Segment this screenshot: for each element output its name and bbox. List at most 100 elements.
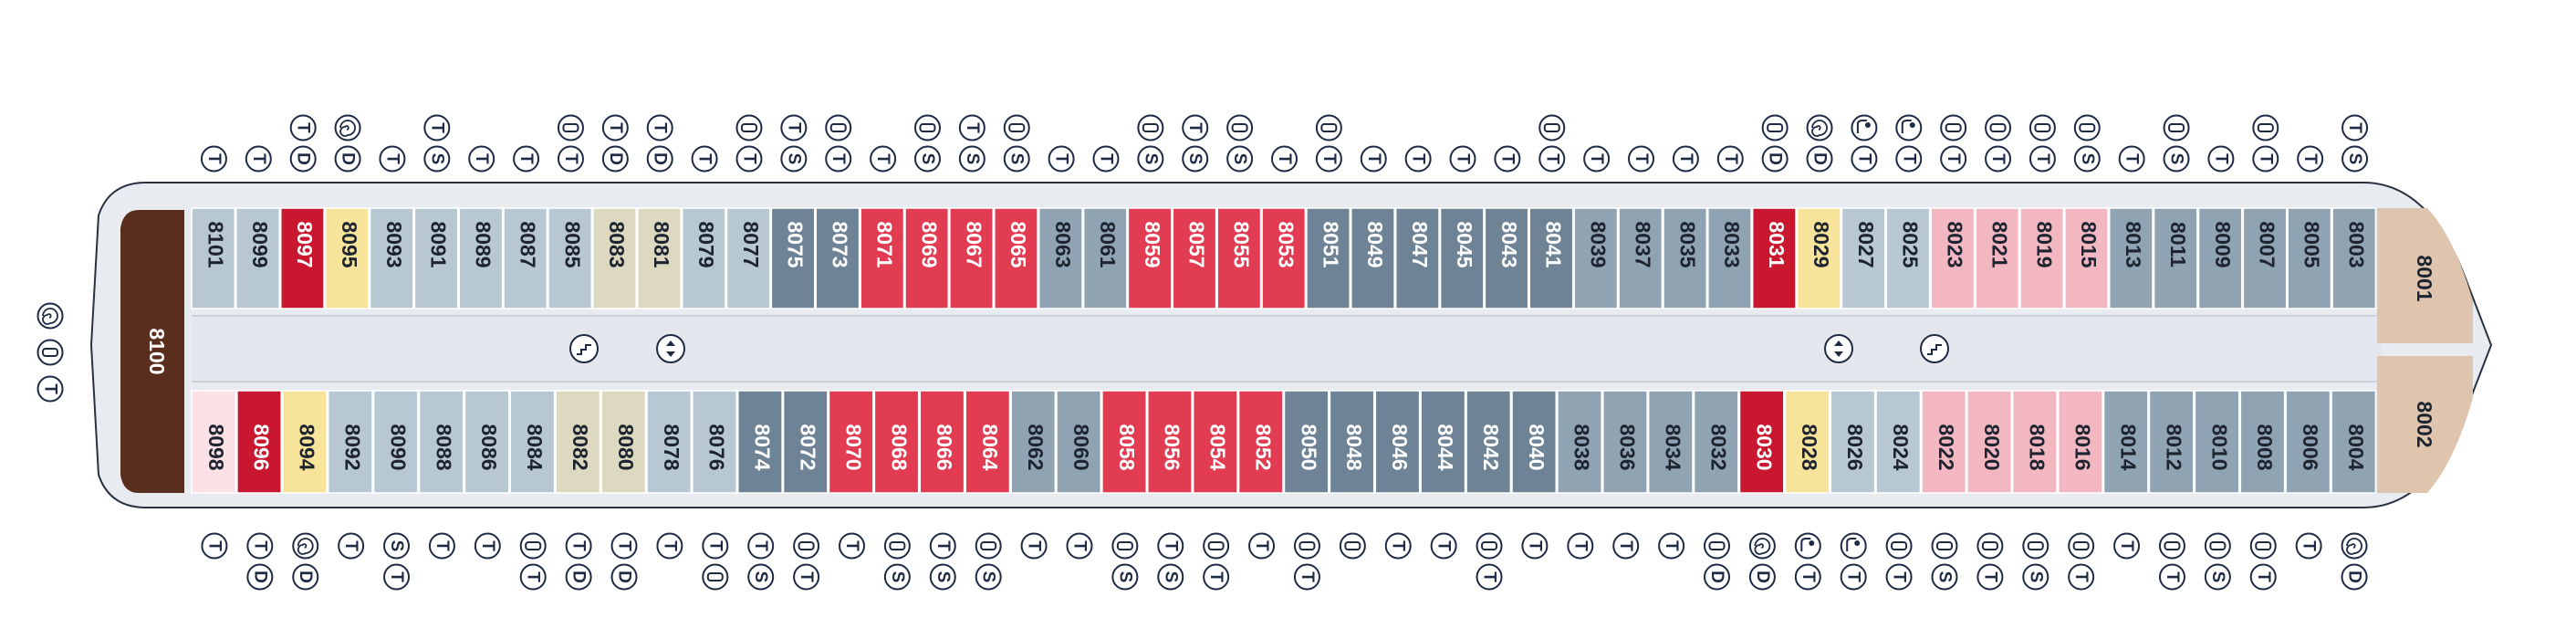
- cabin-8019[interactable]: [2019, 207, 2065, 309]
- cabin-8080[interactable]: [600, 390, 647, 494]
- cabin-8061[interactable]: [1082, 207, 1128, 309]
- cabin-8064[interactable]: [965, 390, 1011, 494]
- cabin-8081[interactable]: [637, 207, 682, 309]
- cabin-8099[interactable]: [235, 207, 280, 309]
- cabin-8011[interactable]: [2153, 207, 2198, 309]
- cabin-8029[interactable]: [1796, 207, 1841, 309]
- cabin-8075[interactable]: [770, 207, 816, 309]
- cabin-8070[interactable]: [828, 390, 874, 494]
- cabin-8094[interactable]: [282, 390, 328, 494]
- cabin-8030[interactable]: [1738, 390, 1785, 494]
- cabin-8033[interactable]: [1707, 207, 1752, 309]
- cabin-8091[interactable]: [413, 207, 459, 309]
- cabin-8051[interactable]: [1306, 207, 1351, 309]
- cabin-8038[interactable]: [1557, 390, 1602, 494]
- cabin-8089[interactable]: [458, 207, 504, 309]
- cabin-8015[interactable]: [2064, 207, 2109, 309]
- cabin-8054[interactable]: [1192, 390, 1238, 494]
- cabin-8100[interactable]: [120, 210, 184, 493]
- cabin-8048[interactable]: [1329, 390, 1375, 494]
- cabin-8092[interactable]: [327, 390, 373, 494]
- cabin-8022[interactable]: [1921, 390, 1967, 494]
- cabin-8003[interactable]: [2331, 207, 2377, 309]
- cabin-8072[interactable]: [782, 390, 829, 494]
- cabin-8055[interactable]: [1216, 207, 1262, 309]
- cabin-8049[interactable]: [1351, 207, 1395, 309]
- cabin-8096[interactable]: [236, 390, 282, 494]
- cabin-8034[interactable]: [1647, 390, 1694, 494]
- cabin-8026[interactable]: [1830, 390, 1876, 494]
- cabin-8021[interactable]: [1975, 207, 2020, 309]
- cabin-8037[interactable]: [1618, 207, 1663, 309]
- cabin-8073[interactable]: [815, 207, 860, 309]
- cabin-8013[interactable]: [2108, 207, 2154, 309]
- cabin-8032[interactable]: [1693, 390, 1739, 494]
- cabin-8042[interactable]: [1465, 390, 1512, 494]
- cabin-8086[interactable]: [464, 390, 510, 494]
- cabin-8046[interactable]: [1374, 390, 1421, 494]
- cabin-8082[interactable]: [555, 390, 601, 494]
- cabin-8101[interactable]: [191, 207, 236, 309]
- cabin-8036[interactable]: [1602, 390, 1648, 494]
- cabin-8088[interactable]: [418, 390, 464, 494]
- cabin-8093[interactable]: [369, 207, 414, 309]
- cabin-8058[interactable]: [1101, 390, 1147, 494]
- cabin-8063[interactable]: [1038, 207, 1083, 309]
- cabin-8083[interactable]: [592, 207, 637, 309]
- cabin-8053[interactable]: [1261, 207, 1307, 309]
- cabin-8023[interactable]: [1930, 207, 1976, 309]
- cabin-8076[interactable]: [692, 390, 737, 494]
- cabin-8068[interactable]: [873, 390, 920, 494]
- cabin-8027[interactable]: [1841, 207, 1886, 309]
- cabin-8098[interactable]: [191, 390, 237, 494]
- cabin-8010[interactable]: [2194, 390, 2240, 494]
- cabin-8008[interactable]: [2239, 390, 2286, 494]
- cabin-8028[interactable]: [1784, 390, 1830, 494]
- cabin-8031[interactable]: [1751, 207, 1797, 309]
- cabin-8052[interactable]: [1237, 390, 1284, 494]
- cabin-8024[interactable]: [1875, 390, 1922, 494]
- cabin-8062[interactable]: [1010, 390, 1057, 494]
- cabin-8045[interactable]: [1439, 207, 1485, 309]
- cabin-8095[interactable]: [324, 207, 370, 309]
- cabin-8004[interactable]: [2331, 390, 2377, 494]
- cabin-8002[interactable]: [2377, 356, 2473, 493]
- cabin-8016[interactable]: [2057, 390, 2103, 494]
- cabin-8078[interactable]: [646, 390, 693, 494]
- cabin-8044[interactable]: [1420, 390, 1466, 494]
- cabin-8007[interactable]: [2242, 207, 2288, 309]
- cabin-8059[interactable]: [1127, 207, 1173, 309]
- cabin-8039[interactable]: [1573, 207, 1619, 309]
- cabin-8067[interactable]: [949, 207, 994, 309]
- cabin-8005[interactable]: [2287, 207, 2332, 309]
- cabin-8087[interactable]: [503, 207, 548, 309]
- cabin-8085[interactable]: [548, 207, 593, 309]
- cabin-8018[interactable]: [2012, 390, 2058, 494]
- cabin-8040[interactable]: [1511, 390, 1558, 494]
- cabin-8009[interactable]: [2197, 207, 2243, 309]
- cabin-8057[interactable]: [1172, 207, 1217, 309]
- cabin-8077[interactable]: [725, 207, 771, 309]
- cabin-8060[interactable]: [1056, 390, 1102, 494]
- cabin-8066[interactable]: [919, 390, 965, 494]
- cabin-8041[interactable]: [1528, 207, 1574, 309]
- cabin-8006[interactable]: [2285, 390, 2331, 494]
- cabin-8025[interactable]: [1885, 207, 1931, 309]
- cabin-8084[interactable]: [509, 390, 556, 494]
- cabin-8069[interactable]: [904, 207, 950, 309]
- cabin-8079[interactable]: [681, 207, 726, 309]
- cabin-8014[interactable]: [2102, 390, 2149, 494]
- cabin-8065[interactable]: [994, 207, 1038, 309]
- cabin-8043[interactable]: [1484, 207, 1529, 309]
- cabin-8074[interactable]: [737, 390, 783, 494]
- cabin-8012[interactable]: [2148, 390, 2195, 494]
- cabin-8035[interactable]: [1663, 207, 1708, 309]
- cabin-8071[interactable]: [860, 207, 905, 309]
- cabin-8001[interactable]: [2377, 208, 2473, 343]
- cabin-8097[interactable]: [280, 207, 325, 309]
- cabin-8090[interactable]: [372, 390, 419, 494]
- cabin-8050[interactable]: [1283, 390, 1330, 494]
- cabin-8047[interactable]: [1394, 207, 1440, 309]
- cabin-8056[interactable]: [1147, 390, 1193, 494]
- cabin-8020[interactable]: [1966, 390, 2012, 494]
